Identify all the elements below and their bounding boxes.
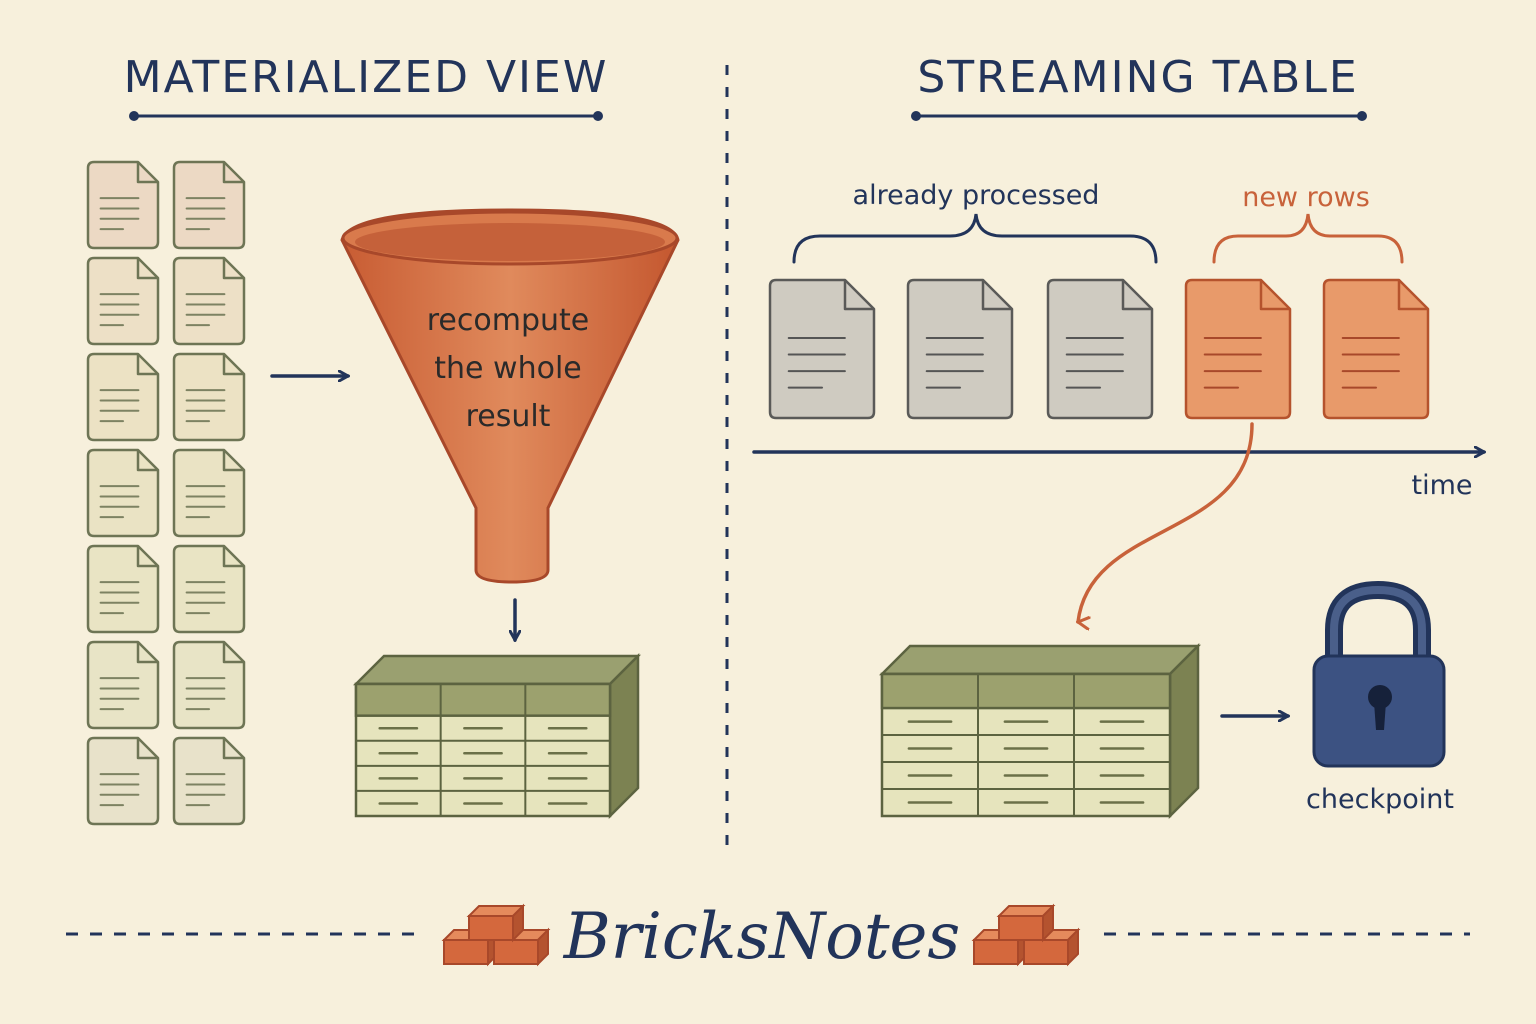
new-rows-to-table-arrow <box>1078 422 1254 622</box>
source-document-icon <box>172 736 246 826</box>
source-document-icon <box>86 736 160 826</box>
source-document-icon <box>172 160 246 250</box>
source-document-icon <box>86 544 160 634</box>
source-document-icon <box>172 448 246 538</box>
time-label: time <box>1411 470 1472 501</box>
right-title-group: STREAMING TABLE <box>911 52 1367 121</box>
funnel-label-line-3: result <box>466 399 551 434</box>
funnel-label-line-1: recompute <box>427 303 589 338</box>
processed-document-icon <box>1046 278 1154 420</box>
source-document-icon <box>86 640 160 730</box>
source-document-icon <box>86 160 160 250</box>
source-document-icon <box>172 544 246 634</box>
new-row-document-icon <box>1322 278 1430 420</box>
right-panel-title: STREAMING TABLE <box>917 52 1358 103</box>
source-document-icon <box>86 448 160 538</box>
streaming-result-table-icon <box>878 642 1202 820</box>
stream-document-row <box>768 278 1430 420</box>
processed-document-icon <box>768 278 876 420</box>
materialized-result-table-icon <box>352 652 642 820</box>
checkpoint-label: checkpoint <box>1306 784 1454 815</box>
left-panel-title: MATERIALIZED VIEW <box>124 52 609 103</box>
new-row-document-icon <box>1184 278 1292 420</box>
brand-name: BricksNotes <box>563 900 961 974</box>
funnel-label-line-2: the whole <box>434 351 581 386</box>
new-rows-bracket <box>1212 213 1404 264</box>
funnel-icon: recompute the whole result <box>340 208 680 584</box>
lock-icon <box>1312 580 1446 768</box>
processed-document-icon <box>906 278 1014 420</box>
bricks-logo-right-icon <box>971 903 1081 967</box>
source-document-icon <box>172 352 246 442</box>
left-title-group: MATERIALIZED VIEW <box>124 52 609 121</box>
already-processed-label: already processed <box>853 180 1100 211</box>
source-document-icon <box>172 640 246 730</box>
new-rows-label: new rows <box>1242 182 1370 213</box>
source-document-icon <box>86 256 160 346</box>
source-document-icon <box>172 256 246 346</box>
source-document-icon <box>86 352 160 442</box>
processed-bracket <box>792 213 1158 264</box>
bricks-logo-left-icon <box>441 903 551 967</box>
source-document-grid <box>86 160 246 826</box>
